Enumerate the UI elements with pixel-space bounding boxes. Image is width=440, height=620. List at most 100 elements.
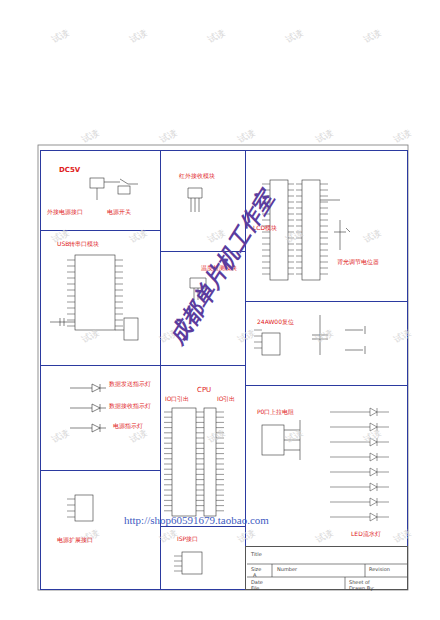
title-field: Number — [277, 567, 297, 573]
pin — [216, 412, 224, 413]
pin — [296, 268, 302, 269]
pin — [216, 464, 224, 465]
pin — [174, 571, 182, 572]
pin — [216, 469, 224, 470]
pin — [196, 448, 204, 449]
watermark-title: 成都单片机工作室 — [163, 185, 282, 350]
pin — [296, 250, 302, 251]
pin — [320, 196, 328, 197]
pin — [216, 453, 224, 454]
pin — [196, 505, 204, 506]
usb-connector — [124, 318, 138, 340]
pin — [196, 469, 204, 470]
title-field: Drawn By: — [349, 586, 375, 592]
circuit-panel: DC5V外接电源接口电源开关 — [40, 150, 161, 231]
pin — [296, 226, 302, 227]
pin — [115, 260, 123, 261]
pin — [296, 256, 302, 257]
pin — [216, 484, 224, 485]
eeprom-chip — [262, 333, 280, 355]
pin — [115, 314, 123, 315]
watermark-tile: 试读 — [314, 126, 336, 146]
watermark-tile: 试读 — [128, 226, 150, 246]
pin — [288, 184, 294, 185]
pin — [174, 566, 182, 567]
pin — [115, 266, 123, 267]
pin — [164, 458, 172, 459]
pin — [296, 184, 302, 185]
title-field: Title — [251, 552, 262, 558]
pin — [164, 500, 172, 501]
pin — [262, 250, 270, 251]
watermark-tile: 试读 — [362, 426, 384, 446]
pin — [320, 232, 328, 233]
backlight-pot — [320, 200, 350, 250]
pin — [288, 250, 294, 251]
pin — [320, 238, 328, 239]
flow-led — [330, 513, 389, 521]
cpu-chip — [172, 408, 196, 516]
ir-receiver — [188, 188, 202, 212]
pin — [254, 330, 262, 331]
pin — [67, 266, 75, 267]
pin — [196, 484, 204, 485]
dc-jack — [90, 178, 104, 188]
pin — [320, 226, 328, 227]
watermark-tile: 试读 — [314, 526, 336, 546]
pin — [196, 412, 204, 413]
pin — [216, 490, 224, 491]
pin — [115, 302, 123, 303]
title-field: File — [251, 586, 259, 592]
pin — [196, 432, 204, 433]
pin — [254, 342, 262, 343]
watermark-tile: 试读 — [392, 126, 414, 146]
pin — [164, 438, 172, 439]
title-block: TitleSizeNumberRevisionADateFileSheet of… — [245, 546, 408, 590]
block-heading: IO口引出 — [165, 396, 190, 403]
pin — [196, 422, 204, 423]
watermark-tile: 试读 — [314, 326, 336, 346]
pin — [216, 422, 224, 423]
pin — [296, 262, 302, 263]
flow-led — [330, 453, 389, 461]
isp-header — [182, 552, 202, 574]
pin — [67, 296, 75, 297]
pin — [115, 284, 123, 285]
pin — [288, 256, 294, 257]
flow-led — [330, 498, 389, 506]
pin — [164, 479, 172, 480]
pin — [288, 274, 294, 275]
pin — [67, 326, 75, 327]
pin — [67, 260, 75, 261]
block-heading: IO引出 — [217, 396, 236, 403]
pin — [288, 214, 294, 215]
pin — [164, 464, 172, 465]
pin — [164, 412, 172, 413]
title-field: Size — [251, 567, 261, 573]
pin — [262, 268, 270, 269]
watermark-tile: 试读 — [206, 26, 228, 46]
pin — [216, 474, 224, 475]
pin — [164, 505, 172, 506]
pin — [164, 469, 172, 470]
pin — [164, 417, 172, 418]
watermark-tile: 试读 — [206, 426, 228, 446]
pin — [67, 278, 75, 279]
watermark-tile: 试读 — [128, 426, 150, 446]
pin — [67, 284, 75, 285]
pin — [196, 479, 204, 480]
pin — [67, 511, 75, 512]
pin — [288, 262, 294, 263]
pin — [320, 214, 328, 215]
pin — [296, 202, 302, 203]
pin — [296, 196, 302, 197]
pin — [196, 427, 204, 428]
flow-led — [330, 483, 389, 491]
watermark-tile: 试读 — [362, 26, 384, 46]
pin — [262, 256, 270, 257]
pin — [164, 484, 172, 485]
pin — [288, 226, 294, 227]
pin — [296, 208, 302, 209]
power-switch — [97, 179, 138, 200]
